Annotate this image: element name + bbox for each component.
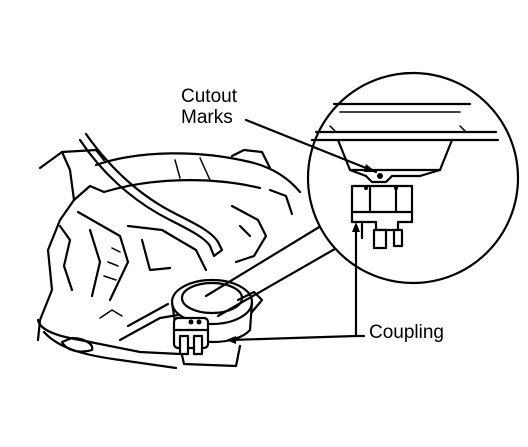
- callout-leaders: [226, 118, 378, 344]
- engine-housing: [36, 132, 302, 370]
- magnifier-connector-lines: [204, 216, 356, 318]
- cutout-marks-label-line2: Marks: [181, 107, 233, 128]
- cutout-marks-label: Cutout Marks: [181, 86, 237, 128]
- cutout-marks-label-line1: Cutout: [181, 86, 237, 107]
- coupling-label: Coupling: [369, 322, 444, 343]
- magnified-detail: [306, 71, 520, 285]
- coupling-small: [172, 316, 210, 356]
